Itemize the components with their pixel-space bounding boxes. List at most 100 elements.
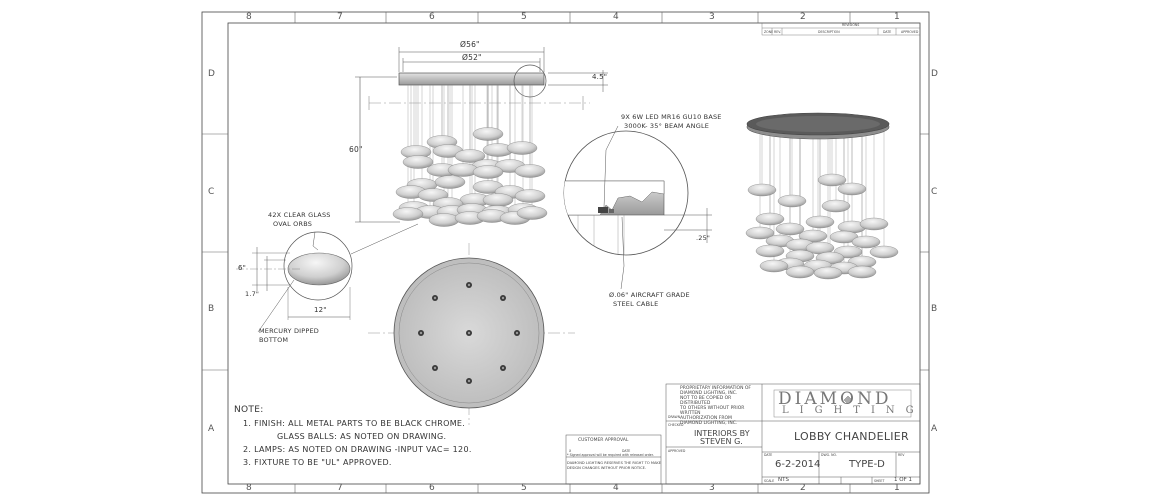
brand-name-top: DIAMOND [778,389,892,409]
brand-logo [773,389,912,418]
sheet-label: SHEET [874,479,885,483]
glass-orb [506,141,538,155]
zone-column-label: 3 [709,483,715,493]
glass-orb-3d [755,212,785,226]
dim-orb-height: 6" [238,264,247,272]
dwg-label: DWG. NO. [821,453,837,457]
glass-orb-3d [777,194,807,208]
glass-orb-3d [745,226,775,240]
rev-label: REV [898,453,905,457]
glass-orb [514,164,546,178]
zone-column-label: 7 [337,483,343,493]
glass-orb-3d [747,183,777,197]
glass-orb-3d [805,215,835,229]
glass-orb-3d [821,199,851,213]
plan-view [368,243,575,425]
zone-column-label: 6 [429,12,435,22]
callout-mercury-line2: BOTTOM [259,336,289,344]
zone-column-label: 3 [709,12,715,22]
rev-header-zone: ZONE [764,30,774,34]
outer-border [201,11,930,494]
zone-row-label: D [931,69,938,79]
zone-column-label: 4 [613,12,619,22]
glass-orb-3d [775,222,805,236]
glass-orb-3d [759,259,789,273]
zone-row-label: B [931,304,938,314]
glass-orb [472,127,504,141]
glass-orb [428,213,460,227]
orb-detail-view [236,223,419,333]
title-block-lines [565,383,921,485]
zone-column-label: 5 [521,12,527,22]
callout-led-line2: 3000K- 35° BEAM ANGLE [624,122,710,130]
dim-mercury-height: 1.7" [245,290,260,298]
drawing-number: TYPE-D [849,459,885,470]
revisions-title: REVISIONS [842,23,860,27]
zone-row-label: A [931,424,938,434]
note-item-2: 2. LAMPS: AS NOTED ON DRAWING -INPUT VAC… [243,445,472,454]
client-line2: STEVEN G. [700,437,743,446]
scale-label: SCALE [764,479,775,483]
glass-orb-3d [813,266,843,280]
glass-orb-3d [869,245,899,259]
glass-orb-3d [785,265,815,279]
drawing-scale: NTS [778,477,789,483]
zone-ticks [202,12,929,493]
zone-row-label: B [208,304,215,314]
glass-orb-3d [859,217,889,231]
approval-disclaimer-1: DIAMOND LIGHTING RESERVES THE RIGHT TO M… [567,461,662,465]
date-label: DATE [764,453,773,457]
glass-orb [472,165,504,179]
approval-required: * Signed approval will be required with … [567,453,654,457]
elevation-view [355,47,608,227]
zone-column-label: 8 [246,12,252,22]
drawn-label: DRAWN [668,415,681,419]
rev-header-date: DATE [883,30,892,34]
client-line1: INTERIORS BY [694,429,750,438]
sheet-number: 1 OF 1 [894,477,912,483]
brand-name-bottom: LIGHTING [782,405,925,416]
zone-column-label: 7 [337,12,343,22]
rev-header-rev: REV. [774,30,782,34]
checked-label: CHECKED [668,423,684,427]
note-item-3: 3. FIXTURE TO BE "UL" APPROVED. [243,458,392,467]
zone-column-label: 1 [894,12,900,22]
dim-canopy-height: 4.5" [592,73,608,81]
revisions-table [761,22,921,36]
note-item-1: 1. FINISH: ALL METAL PARTS TO BE BLACK C… [243,419,466,428]
glass-orb-3d [755,244,785,258]
glass-orb [402,155,434,169]
glass-orb [434,175,466,189]
zone-column-label: 4 [613,483,619,493]
approval-x: X [569,449,572,453]
approval-title: CUSTOMER APPROVAL [578,438,629,443]
glass-orb [454,149,486,163]
glass-orb-3d [798,229,828,243]
canopy-side [398,72,545,86]
zone-column-label: 8 [246,483,252,493]
proprietary-notice: PROPRIETARY INFORMATION OF DIAMOND LIGHT… [680,386,751,426]
dim-lamp-offset: .25" [696,234,711,242]
glass-orb-3d [837,182,867,196]
drawing-title: LOBBY CHANDELIER [794,430,909,443]
callout-orbs-line1: 42X CLEAR GLASS [268,211,331,219]
dim-orb-width: 12" [314,306,327,314]
dim-outer-diameter: Ø56" [460,40,480,49]
zone-column-label: 1 [894,483,900,493]
zone-row-label: A [208,424,215,434]
zone-column-label: 5 [521,483,527,493]
glass-orb [392,207,424,221]
approved-label: APPROVED [668,449,686,453]
led-detail-view [563,125,712,290]
zone-row-label: C [208,187,215,197]
dim-drop-height: 60" [349,145,363,154]
glass-orb [516,206,548,220]
callout-cable-line1: Ø.06" AIRCRAFT GRADE [609,291,690,299]
zone-column-label: 2 [800,483,806,493]
rev-header-approved: APPROVED [901,30,919,34]
callout-orbs-line2: OVAL ORBS [273,220,313,228]
glass-orb-3d [851,235,881,249]
glass-orb-3d [847,265,877,279]
callout-led-line1: 9X 6W LED MR16 GU10 BASE [621,113,722,121]
